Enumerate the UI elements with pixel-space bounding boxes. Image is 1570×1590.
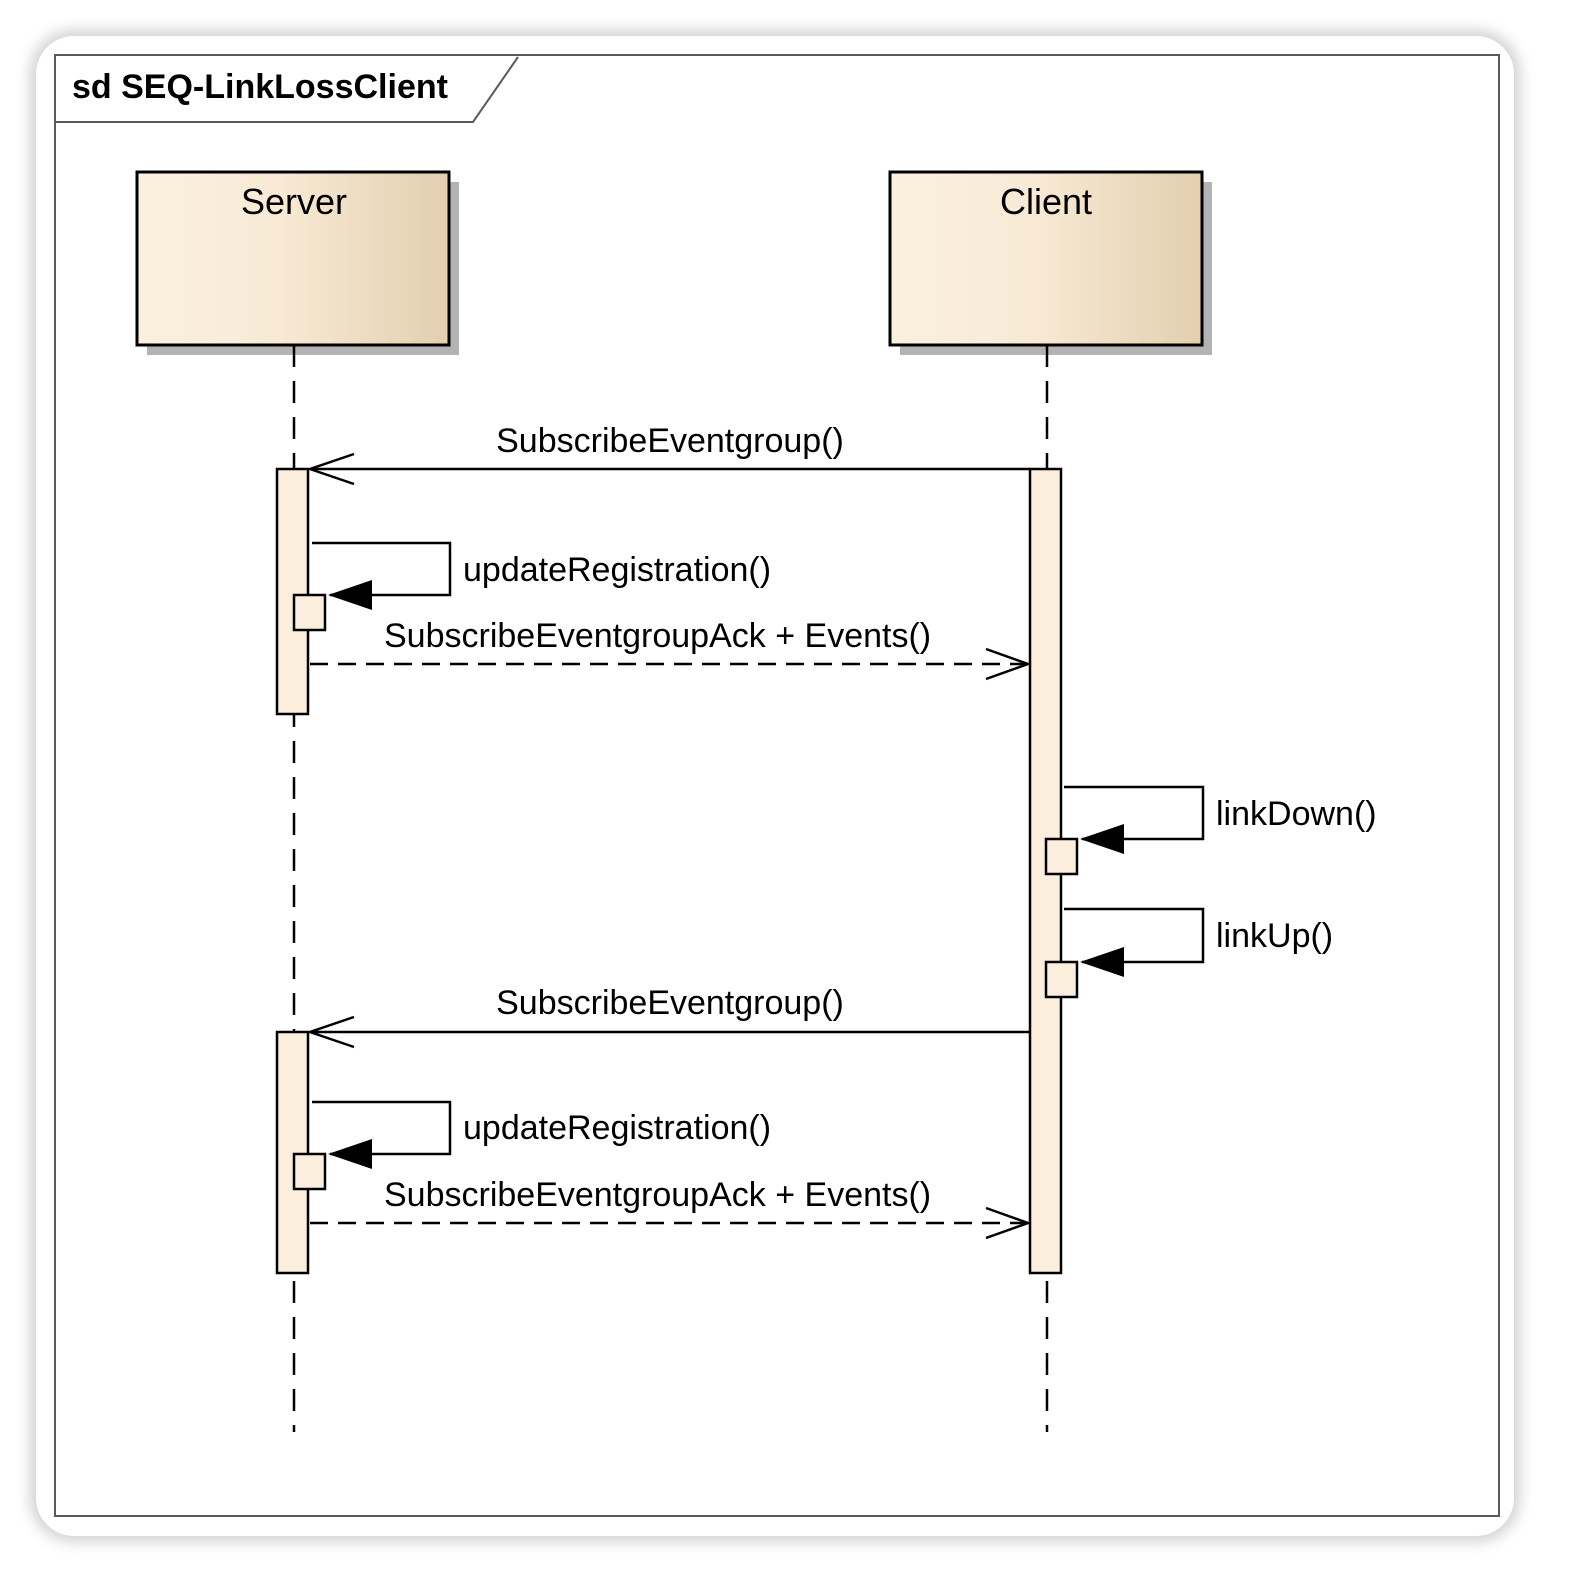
open-arrowhead bbox=[306, 452, 355, 486]
filled-arrowhead bbox=[328, 1139, 372, 1169]
message-label: SubscribeEventgroupAck + Events() bbox=[384, 1176, 931, 1214]
frame-title-tab bbox=[55, 56, 519, 123]
message-subscribe-ack-2[interactable]: SubscribeEventgroupAck + Events() bbox=[310, 1176, 1032, 1240]
lifeline-server[interactable]: Server bbox=[135, 170, 459, 1432]
message-label: updateRegistration() bbox=[463, 1109, 771, 1147]
frame-border bbox=[54, 54, 1500, 1517]
lifeline-client[interactable]: Client bbox=[888, 170, 1212, 1432]
object-name-server: Server bbox=[241, 181, 347, 222]
message-link-down[interactable]: linkDown() bbox=[1044, 785, 1377, 876]
filled-arrowhead bbox=[1080, 947, 1124, 977]
filled-arrowhead bbox=[1080, 824, 1124, 854]
open-arrowhead bbox=[985, 1206, 1032, 1240]
nested-activation bbox=[292, 1152, 327, 1191]
message-label: linkDown() bbox=[1216, 795, 1377, 833]
message-link-up[interactable]: linkUp() bbox=[1044, 907, 1333, 999]
nested-activation bbox=[1044, 960, 1079, 999]
activation-server-2 bbox=[275, 1030, 310, 1275]
message-label: linkUp() bbox=[1216, 917, 1333, 955]
frame-title: sd SEQ-LinkLossClient bbox=[72, 68, 448, 106]
message-label: SubscribeEventgroupAck + Events() bbox=[384, 617, 931, 655]
activation-server-1 bbox=[275, 467, 310, 716]
filled-arrowhead bbox=[328, 580, 372, 610]
nested-activation bbox=[1044, 837, 1079, 876]
nested-activation bbox=[292, 593, 327, 632]
message-subscribe-eventgroup-1[interactable]: SubscribeEventgroup() bbox=[306, 422, 1030, 486]
object-name-client: Client bbox=[1000, 181, 1092, 222]
message-subscribe-ack-1[interactable]: SubscribeEventgroupAck + Events() bbox=[310, 617, 1032, 681]
object-box-client[interactable] bbox=[888, 170, 1204, 347]
message-label: updateRegistration() bbox=[463, 551, 771, 589]
message-subscribe-eventgroup-2[interactable]: SubscribeEventgroup() bbox=[306, 984, 1030, 1049]
open-arrowhead bbox=[985, 647, 1032, 681]
message-update-registration-1[interactable]: updateRegistration() bbox=[292, 541, 771, 632]
message-label: SubscribeEventgroup() bbox=[496, 984, 844, 1022]
message-label: SubscribeEventgroup() bbox=[496, 422, 844, 460]
open-arrowhead bbox=[306, 1015, 355, 1049]
message-update-registration-2[interactable]: updateRegistration() bbox=[292, 1100, 771, 1191]
